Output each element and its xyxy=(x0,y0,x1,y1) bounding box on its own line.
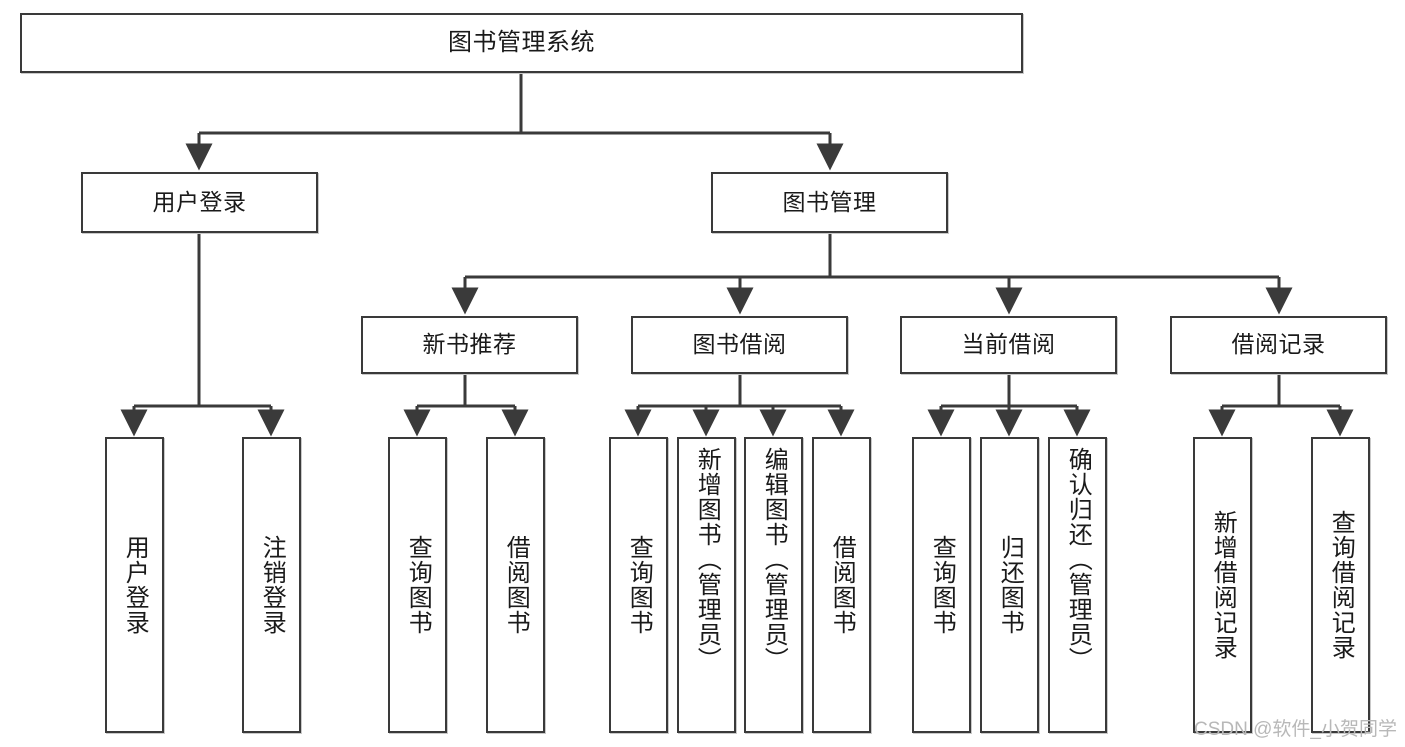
leaf-borrow-add-book-label: 新增图书（管理员） xyxy=(693,447,721,672)
node-root-system[interactable]: 图书管理系统 xyxy=(20,13,1023,73)
leaf-current-confirm-return-label: 确认归还（管理员） xyxy=(1064,447,1092,672)
node-user-login-label: 用户登录 xyxy=(152,188,247,215)
leaf-user-login[interactable]: 用户登录 xyxy=(105,437,164,733)
leaf-user-logout[interactable]: 注销登录 xyxy=(242,437,301,733)
leaf-current-return-book[interactable]: 归还图书 xyxy=(980,437,1039,733)
leaf-record-query-record[interactable]: 查询借阅记录 xyxy=(1311,437,1370,733)
leaf-current-query-book[interactable]: 查询图书 xyxy=(912,437,971,733)
node-book-borrow[interactable]: 图书借阅 xyxy=(631,316,848,374)
leaf-borrow-borrow-book[interactable]: 借阅图书 xyxy=(812,437,871,733)
leaf-newbook-query-book[interactable]: 查询图书 xyxy=(388,437,447,733)
node-book-borrow-label: 图书借阅 xyxy=(692,331,787,358)
node-borrow-record-label: 借阅记录 xyxy=(1231,331,1326,358)
leaf-user-login-label: 用户登录 xyxy=(121,535,149,635)
node-new-book-recommend-label: 新书推荐 xyxy=(422,331,517,358)
node-current-borrow[interactable]: 当前借阅 xyxy=(900,316,1117,374)
leaf-user-logout-label: 注销登录 xyxy=(258,535,286,635)
leaf-borrow-query-book[interactable]: 查询图书 xyxy=(609,437,668,733)
leaf-current-confirm-return[interactable]: 确认归还（管理员） xyxy=(1048,437,1107,733)
node-book-management[interactable]: 图书管理 xyxy=(711,172,948,233)
leaf-current-return-book-label: 归还图书 xyxy=(996,535,1024,635)
leaf-borrow-query-book-label: 查询图书 xyxy=(625,535,653,635)
node-user-login[interactable]: 用户登录 xyxy=(81,172,318,233)
node-book-management-label: 图书管理 xyxy=(782,188,877,215)
watermark-text: CSDN @软件_小贺同学 xyxy=(1194,719,1397,740)
node-new-book-recommend[interactable]: 新书推荐 xyxy=(361,316,578,374)
leaf-newbook-borrow-book[interactable]: 借阅图书 xyxy=(486,437,545,733)
leaf-current-query-book-label: 查询图书 xyxy=(928,535,956,635)
leaf-record-add-record-label: 新增借阅记录 xyxy=(1209,510,1237,660)
leaf-record-add-record[interactable]: 新增借阅记录 xyxy=(1193,437,1252,733)
leaf-borrow-borrow-book-label: 借阅图书 xyxy=(828,535,856,635)
node-root-system-label: 图书管理系统 xyxy=(448,28,595,56)
node-current-borrow-label: 当前借阅 xyxy=(961,331,1056,358)
leaf-borrow-edit-book[interactable]: 编辑图书（管理员） xyxy=(744,437,803,733)
leaf-newbook-borrow-book-label: 借阅图书 xyxy=(502,535,530,635)
node-borrow-record[interactable]: 借阅记录 xyxy=(1170,316,1387,374)
leaf-newbook-query-book-label: 查询图书 xyxy=(404,535,432,635)
leaf-borrow-edit-book-label: 编辑图书（管理员） xyxy=(760,447,788,672)
leaf-record-query-record-label: 查询借阅记录 xyxy=(1327,510,1355,660)
leaf-borrow-add-book[interactable]: 新增图书（管理员） xyxy=(677,437,736,733)
